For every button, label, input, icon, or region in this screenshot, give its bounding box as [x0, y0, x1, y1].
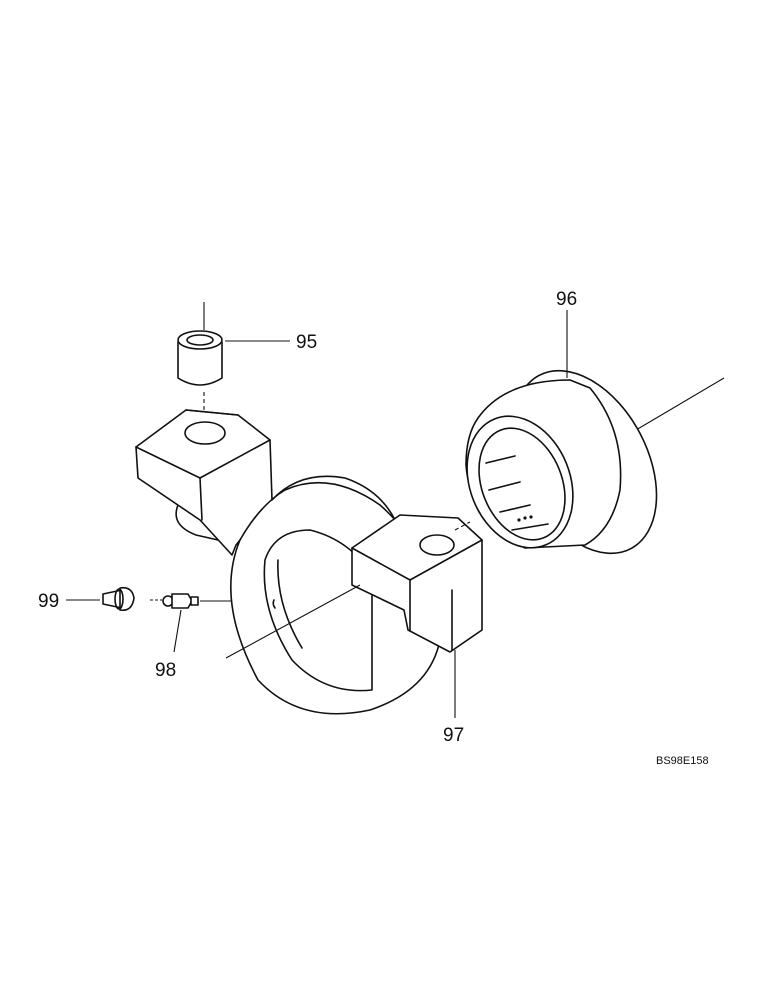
bushing-95	[177, 302, 223, 418]
cap-99	[102, 586, 135, 612]
grease-fitting-98	[150, 593, 232, 609]
assembly-axis	[225, 584, 361, 659]
callout-96: 96	[556, 289, 577, 310]
reference-code: BS98E158	[656, 755, 709, 767]
flanged-bushing-96	[465, 369, 725, 555]
callout-95: 95	[296, 332, 317, 353]
callout-98: 98	[155, 660, 176, 681]
assembly-axis-dashed	[454, 521, 471, 531]
callout-99: 99	[38, 591, 59, 612]
leader-98	[173, 609, 182, 653]
pivot-bracket-97	[135, 409, 483, 715]
callout-97: 97	[443, 725, 464, 746]
